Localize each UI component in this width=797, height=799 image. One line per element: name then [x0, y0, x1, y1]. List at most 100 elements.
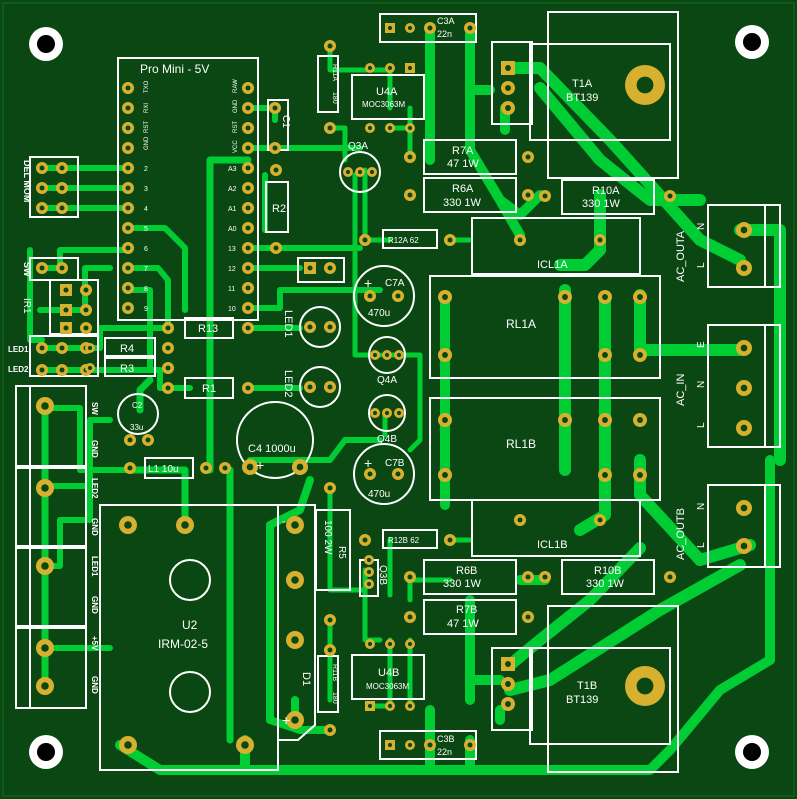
- pad-hole: [245, 325, 251, 331]
- pad-hole: [367, 125, 373, 131]
- r2-label: R2: [272, 203, 286, 215]
- pad-hole: [273, 245, 279, 251]
- r3-label: R3: [120, 363, 134, 375]
- pad-hole: [387, 703, 393, 709]
- pad-hole: [83, 325, 89, 331]
- conn-label: SW: [90, 402, 99, 415]
- pad-hole: [327, 727, 333, 733]
- c7b-label: C7B: [385, 458, 405, 469]
- pad-hole: [407, 703, 413, 709]
- pad-hole: [407, 614, 413, 620]
- conn-label: +5V: [90, 636, 99, 651]
- r5-label: R5: [336, 546, 347, 559]
- pad-hole: [442, 472, 448, 478]
- pad-hole: [505, 701, 511, 707]
- ac-in-e: E: [696, 341, 707, 348]
- pin-label: 4: [144, 206, 148, 213]
- u4a-value: MOC3063M: [362, 100, 405, 109]
- pad-hole: [387, 742, 393, 748]
- r13-label: R13: [198, 323, 218, 335]
- t1b-value: BT139: [566, 694, 598, 706]
- q3a-label: Q3A: [348, 141, 368, 152]
- pad-hole: [525, 154, 531, 160]
- pad-hole: [273, 167, 279, 173]
- pad-hole: [366, 569, 372, 575]
- pad-hole: [272, 145, 278, 151]
- pad-hole: [127, 465, 133, 471]
- c2-label: C2: [132, 401, 143, 410]
- pad-hole: [127, 437, 133, 443]
- ac-outa-label: AC_OUTA: [675, 230, 687, 282]
- ac-outb-l: L: [696, 542, 707, 548]
- pad-hole: [542, 193, 548, 199]
- pad-hole: [245, 305, 251, 311]
- pad-hole: [241, 741, 249, 749]
- r7b-value: 47 1W: [447, 618, 479, 630]
- pad-hole: [125, 285, 131, 291]
- c3a-value: 22n: [437, 29, 452, 39]
- r10a-value: 330 1W: [582, 198, 621, 210]
- pad-hole: [41, 682, 49, 690]
- pad-hole: [59, 265, 65, 271]
- pad-hole: [362, 537, 368, 543]
- pad-hole: [447, 237, 453, 243]
- pad-hole: [41, 562, 49, 570]
- pin-label: 6: [144, 246, 148, 253]
- pad-hole: [740, 504, 748, 512]
- r11b-value: 180: [331, 692, 338, 704]
- pad-hole: [307, 384, 313, 390]
- pad-hole: [327, 485, 333, 491]
- pad-hole: [407, 25, 413, 31]
- r6b-label: R6B: [456, 565, 477, 577]
- pad-hole: [83, 307, 89, 313]
- pad-hole: [525, 574, 531, 580]
- pin-label: 3: [144, 186, 148, 193]
- pad-hole: [740, 542, 748, 550]
- pad-hole: [740, 226, 748, 234]
- pad-hole: [125, 125, 131, 131]
- pad-hole: [83, 287, 89, 293]
- q3b-label: Q3B: [377, 565, 388, 585]
- pad-hole: [63, 325, 69, 331]
- pad-hole: [636, 677, 654, 695]
- pad-hole: [165, 385, 171, 391]
- promini-outline: [117, 57, 259, 321]
- pad-hole: [39, 367, 45, 373]
- c4-plus: +: [256, 457, 264, 473]
- conn-label: LED2: [90, 478, 99, 499]
- pin-label: 10: [228, 306, 236, 313]
- pad-hole: [124, 521, 132, 529]
- pad-hole: [165, 345, 171, 351]
- u2-label: U2: [182, 618, 198, 632]
- pad-hole: [145, 437, 151, 443]
- pin-label: RST: [144, 121, 150, 133]
- pad-hole: [427, 25, 433, 31]
- pad-hole: [291, 716, 299, 724]
- pad-hole: [637, 294, 643, 300]
- pad-hole: [125, 85, 131, 91]
- r6a-label: R6A: [452, 183, 474, 195]
- pad-hole: [245, 185, 251, 191]
- pad-hole: [367, 641, 373, 647]
- pad-hole: [407, 154, 413, 160]
- pad-hole: [87, 345, 93, 351]
- r6b-value: 330 1W: [443, 578, 482, 590]
- pad-hole: [125, 265, 131, 271]
- pad-hole: [542, 574, 548, 580]
- r10b-value: 330 1W: [586, 578, 625, 590]
- pad-hole: [245, 165, 251, 171]
- pad-hole: [245, 265, 251, 271]
- pad-hole: [367, 65, 373, 71]
- u4a-label: U4A: [376, 86, 398, 98]
- led1-label: LED1: [282, 310, 294, 338]
- pad-hole: [372, 410, 378, 416]
- pad-hole: [525, 614, 531, 620]
- pad-hole: [41, 644, 49, 652]
- pad-hole: [203, 465, 209, 471]
- silkscreen: [15, 11, 781, 773]
- pad-hole: [246, 463, 254, 471]
- pad-hole: [387, 641, 393, 647]
- pad-hole: [505, 661, 511, 667]
- pin-label: 8: [144, 286, 148, 293]
- pad-hole: [59, 205, 65, 211]
